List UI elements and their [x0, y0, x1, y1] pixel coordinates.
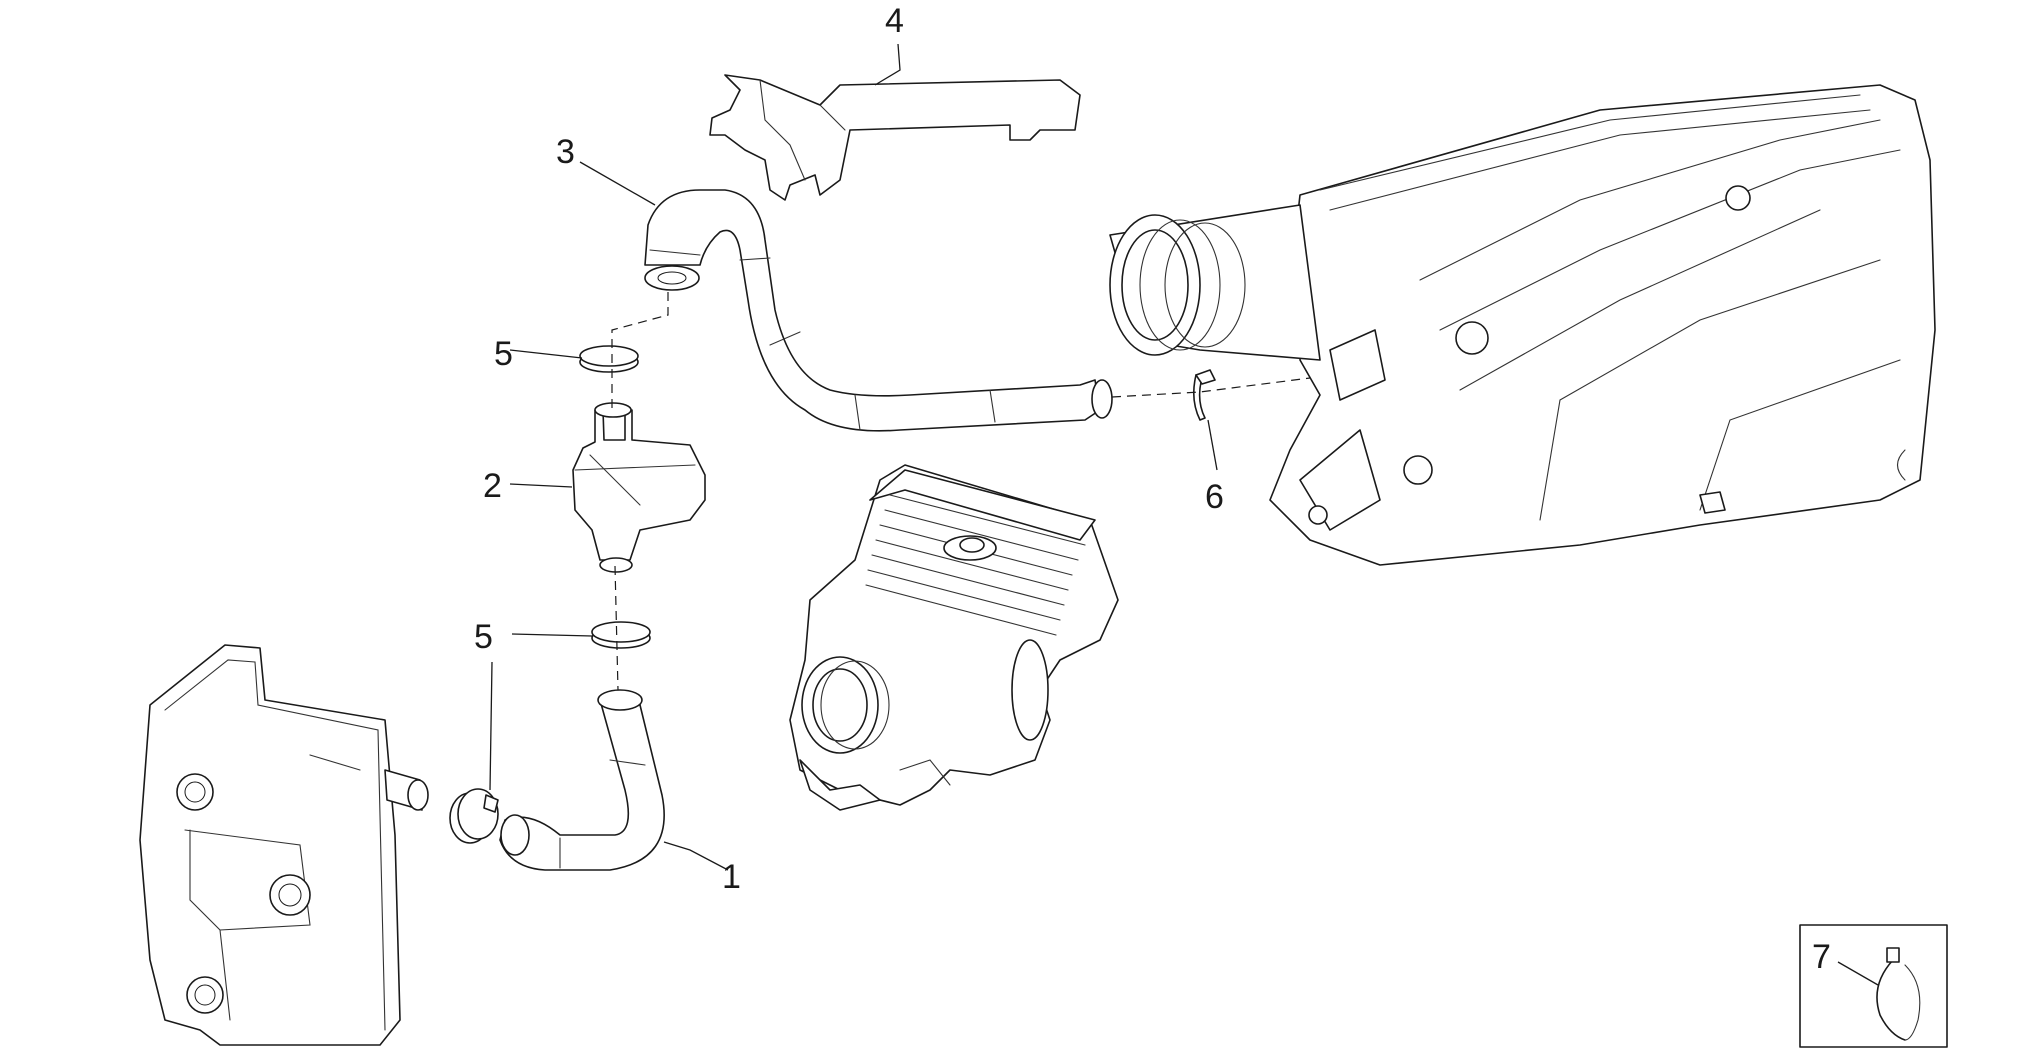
callout-2: 2 [483, 467, 502, 505]
callout-7: 7 [1812, 938, 1831, 976]
part-7-inset-box [1799, 924, 1948, 1048]
part-5-clamp-lower [449, 788, 499, 844]
part-6-clip [1192, 369, 1216, 421]
air-box-intake-duct [1109, 204, 1321, 361]
part-5-clamp-middle [591, 621, 651, 649]
callout-6: 6 [1205, 478, 1224, 516]
callout-5-lower: 5 [474, 618, 493, 656]
engine-cylinder-head [789, 464, 1119, 811]
callout-3: 3 [556, 133, 575, 171]
part-5-clamp-upper [579, 345, 639, 373]
callout-labels: 4 3 5 2 5 1 6 7 [474, 2, 1831, 976]
part-4-bracket [709, 74, 1081, 201]
part-2-breather-separator [572, 402, 706, 573]
part-1-lower-hose [499, 689, 665, 871]
callout-4: 4 [885, 2, 904, 40]
leader-lines [489, 43, 1879, 986]
assembly-lines [611, 292, 1311, 691]
callout-5-upper: 5 [494, 335, 513, 373]
air-box [1269, 84, 1936, 566]
cylinder-head-cover [139, 644, 429, 1046]
part-3-upper-hose [644, 189, 1113, 432]
callout-1: 1 [722, 858, 741, 896]
